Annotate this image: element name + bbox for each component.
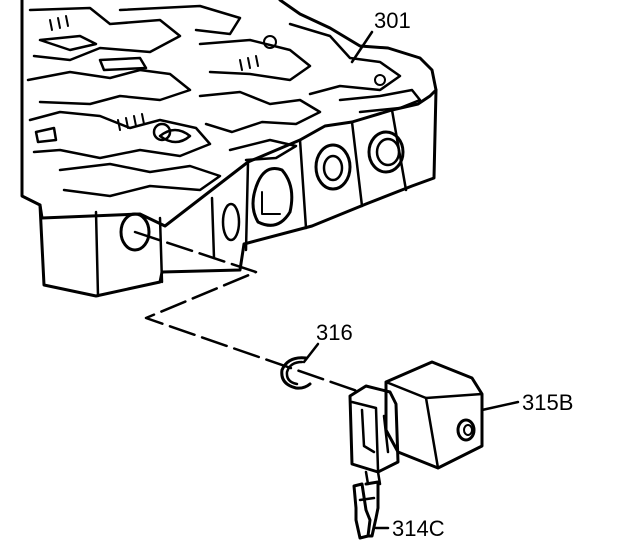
label-314c: 314C bbox=[392, 516, 445, 541]
label-315b: 315B bbox=[522, 390, 573, 415]
leader-lines bbox=[133, 30, 520, 530]
label-301: 301 bbox=[374, 8, 411, 33]
label-316: 316 bbox=[316, 320, 353, 345]
valve-body bbox=[20, 0, 438, 298]
solenoid bbox=[348, 360, 484, 486]
retaining-ring bbox=[280, 356, 312, 390]
connector-terminal bbox=[352, 480, 380, 540]
